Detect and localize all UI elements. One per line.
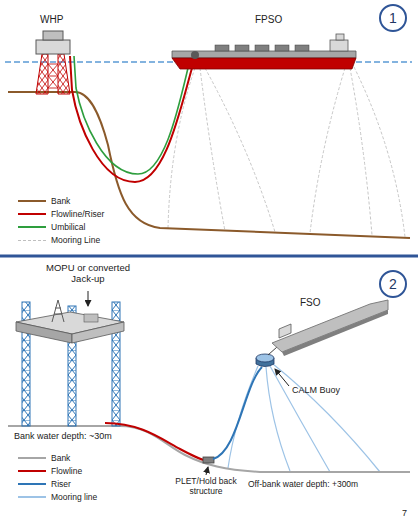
flowline-riser [70, 56, 192, 182]
plet-structure [203, 457, 214, 463]
legend-entry: Umbilical [18, 221, 85, 233]
platform-label: WHP [40, 14, 63, 26]
callout-number: 2 [389, 276, 397, 292]
legend-text: Flowline/Riser [51, 209, 104, 219]
riser [213, 367, 262, 459]
legend-text: Bank [51, 196, 70, 206]
callout-circle: 2 [379, 270, 407, 298]
legend-text: Flowline [51, 466, 82, 476]
leader-arrow [275, 369, 289, 386]
flowline [105, 423, 204, 460]
legend-entry: Mooring Line [18, 234, 100, 246]
legend-line [18, 457, 46, 459]
legend-entry: Mooring line [18, 491, 97, 503]
legend-entry: Riser [18, 478, 71, 490]
callout-circle: 1 [379, 4, 407, 32]
buoy-mooring-lines [228, 364, 380, 472]
leader-arrow [88, 291, 89, 306]
legend-line [18, 213, 46, 215]
legend-line [18, 470, 46, 472]
panel-two [8, 291, 410, 475]
legend-entry: Flowline [18, 465, 82, 477]
seabed-bank [8, 426, 410, 472]
wellhead-topsides [36, 40, 70, 54]
legend-text: Bank [51, 453, 70, 463]
legend-line [18, 226, 46, 228]
structure-label: PLET/Hold back structure [168, 477, 244, 497]
legend-text: Umbilical [51, 222, 85, 232]
legend-entry: Bank [18, 195, 70, 207]
vessel-label: FSO [300, 297, 321, 309]
legend-text: Mooring Line [51, 235, 100, 245]
derrick [52, 300, 64, 322]
seabed-bank [8, 92, 410, 238]
fso-hull [272, 300, 388, 352]
panel-one [5, 31, 412, 238]
callout-number: 1 [389, 10, 397, 26]
rig-label: MOPU or converted Jack-up [38, 263, 138, 285]
legend-line [18, 240, 46, 241]
fpso-hull [172, 58, 356, 69]
depth-label: Off-bank water depth: +300m [248, 480, 358, 490]
legend-text: Riser [51, 479, 71, 489]
legend-entry: Bank [18, 452, 70, 464]
legend-line [18, 483, 46, 485]
buoy-label: CALM Buoy [292, 385, 340, 395]
mooring-lines [168, 67, 405, 237]
vessel-label: FPSO [255, 14, 282, 26]
leader-arrow [206, 467, 208, 475]
legend-line [18, 496, 46, 498]
legend-entry: Flowline/Riser [18, 208, 104, 220]
legend-text: Mooring line [51, 492, 97, 502]
legend-line [18, 200, 46, 202]
depth-label: Bank water depth: ~30m [14, 431, 112, 441]
page-number: 7 [402, 508, 407, 518]
panel-divider [0, 255, 418, 258]
umbilical [74, 56, 188, 174]
